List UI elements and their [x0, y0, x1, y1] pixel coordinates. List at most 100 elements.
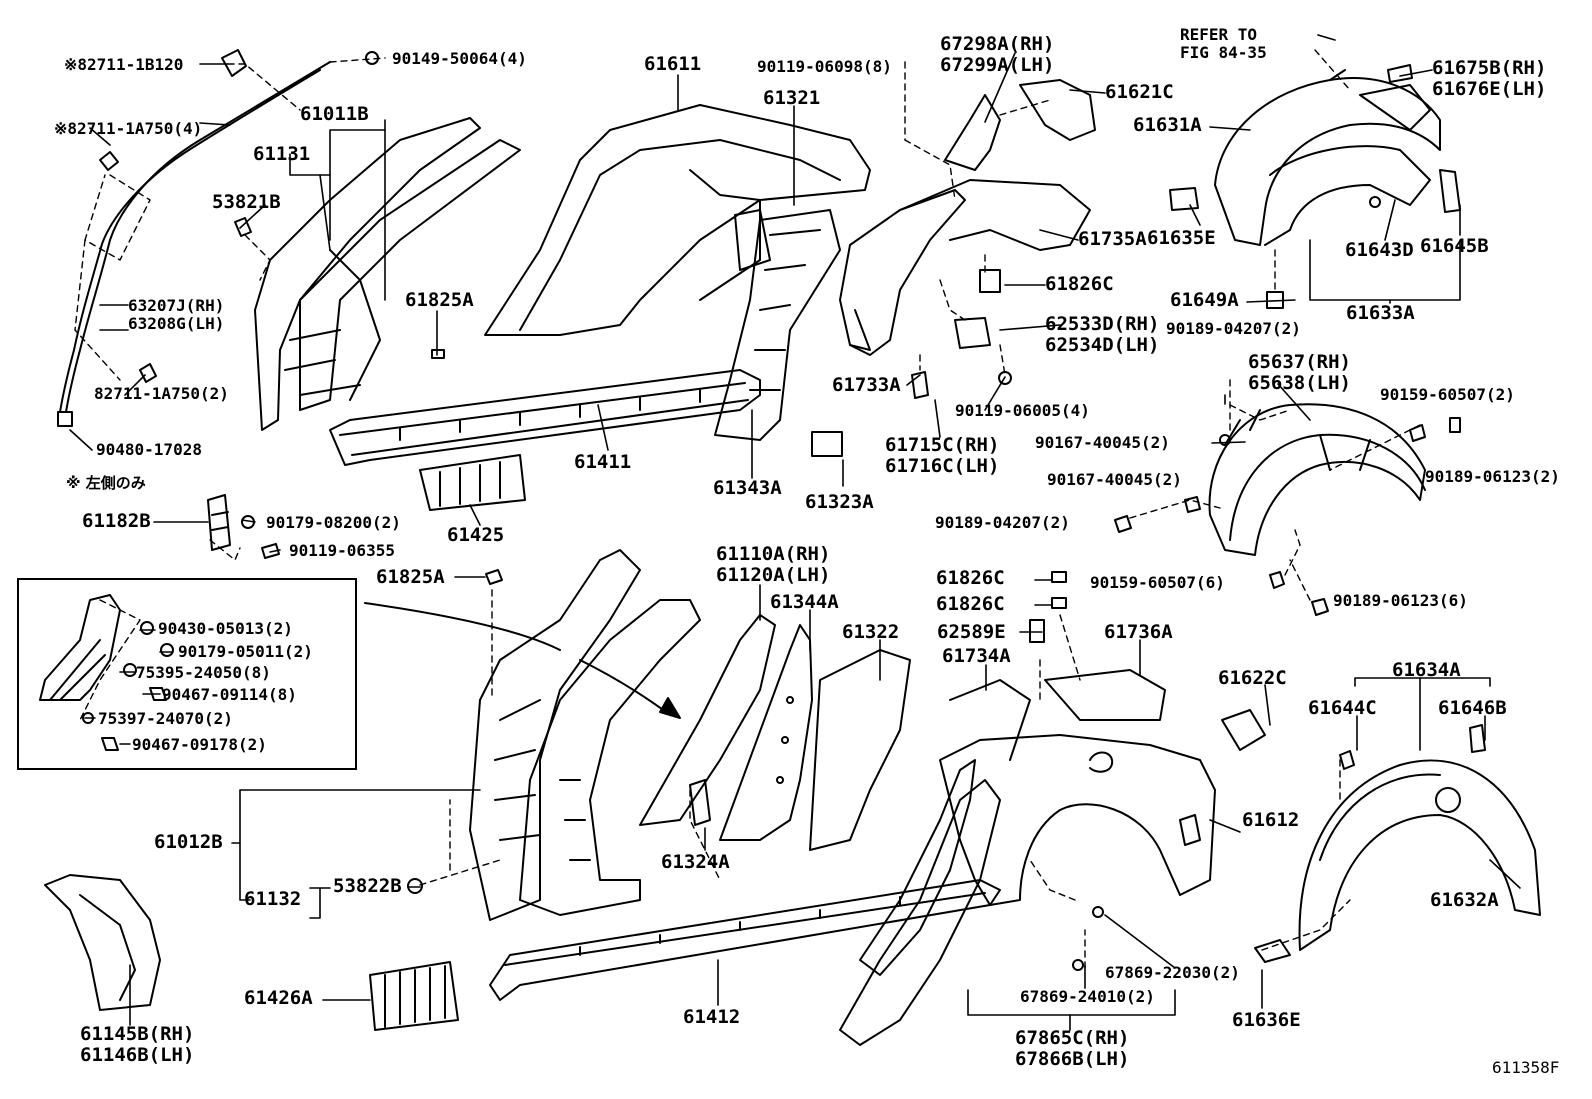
label-61716c: 61716C(LH): [885, 455, 1000, 477]
label-90467-09114: 90467-09114(8): [162, 685, 297, 704]
roof-side-61611: [484, 104, 871, 336]
label-90179-08200: 90179-08200(2): [266, 513, 401, 532]
note-left-side-only: ※ 左側のみ: [66, 474, 146, 492]
label-61145b-61146b: 61145B(RH) 61146B(LH): [80, 1024, 194, 1066]
label-90167-40045-b: 90167-40045(2): [1047, 470, 1182, 489]
label-61649a: 61649A: [1170, 289, 1239, 311]
label-refer-to: REFER TO: [1180, 25, 1258, 44]
label-61132: 61132: [244, 888, 302, 910]
label-90159-60507-2: 90159-60507(2): [1380, 385, 1515, 404]
label-61323a: 61323A: [805, 491, 874, 513]
label-63207j: 63207J(RH): [128, 296, 225, 315]
leader-lines: [69, 34, 1521, 1031]
label-61645b: 61645B: [1420, 235, 1489, 257]
label-67298a-67299a: 67298A(RH) 67299A(LH): [940, 34, 1054, 76]
label-67866b: 67866B(LH): [1015, 1048, 1130, 1070]
label-63207j-63208g: 63207J(RH) 63208G(LH): [128, 297, 224, 333]
label-61735a: 61735A: [1078, 228, 1147, 250]
label-61110a-61120a: 61110A(RH) 61120A(LH): [716, 544, 830, 586]
label-61621c: 61621C: [1105, 81, 1174, 103]
quarter-panel-61612: [839, 571, 1216, 1046]
label-61145b: 61145B(RH): [80, 1023, 195, 1045]
drain-hose-63207J: [57, 49, 379, 427]
label-90119-06098: 90119-06098(8): [757, 57, 892, 76]
label-61012b: 61012B: [154, 831, 223, 853]
label-61825a-top: 61825A: [405, 289, 474, 311]
inset-detail: [39, 594, 174, 751]
gusset-67298A: [944, 79, 1096, 171]
label-61643d: 61643D: [1345, 239, 1414, 261]
label-67865c: 67865C(RH): [1015, 1027, 1130, 1049]
rocker-61412: [369, 879, 1001, 1031]
label-61426a: 61426A: [244, 987, 313, 1009]
label-90119-06355: 90119-06355: [289, 541, 395, 560]
label-61321: 61321: [763, 87, 821, 109]
front-pillar-61131: [234, 117, 521, 431]
label-61736a: 61736A: [1104, 621, 1173, 643]
label-63208g: 63208G(LH): [128, 314, 225, 333]
label-61632a: 61632A: [1430, 889, 1499, 911]
label-61611: 61611: [644, 53, 702, 75]
label-61734a: 61734A: [942, 645, 1011, 667]
label-refer-to-fig: REFER TO FIG 84-35: [1180, 26, 1267, 62]
label-62534d: 62534D(LH): [1045, 334, 1160, 356]
label-61646b: 61646B: [1438, 697, 1507, 719]
label-75397-24070: 75397-24070(2): [98, 709, 233, 728]
dashed-lines: [74, 49, 1421, 969]
label-61343a: 61343A: [713, 477, 782, 499]
label-61411: 61411: [574, 451, 632, 473]
b-pillar-61110A: [639, 614, 911, 851]
label-61825a-mid: 61825A: [376, 566, 445, 588]
label-82711-1b120: ※82711-1B120: [64, 55, 184, 74]
label-90480-17028: 90480-17028: [96, 440, 202, 459]
wheelhouse-61634A: [1221, 709, 1541, 963]
label-61675b: 61675B(RH): [1432, 57, 1547, 79]
label-62589e: 62589E: [937, 621, 1006, 643]
label-67865c-67866b: 67865C(RH) 67866B(LH): [1015, 1028, 1129, 1070]
label-53822b: 53822B: [333, 875, 402, 897]
label-82711-1a750-2: 82711-1A750(2): [94, 384, 229, 403]
label-65638: 65638(LH): [1248, 372, 1351, 394]
label-61324a: 61324A: [661, 851, 730, 873]
label-67299a: 67299A(LH): [940, 54, 1055, 76]
label-61826c-b: 61826C: [936, 593, 1005, 615]
figure-id: 611358F: [1492, 1058, 1560, 1077]
label-61733a: 61733A: [832, 374, 901, 396]
label-62533d-62534d: 62533D(RH) 62534D(LH): [1045, 314, 1159, 356]
front-pillar-61012B: [407, 549, 701, 921]
center-pillar-61321: [714, 209, 843, 457]
label-67869-24010: 67869-24010(2): [1020, 987, 1155, 1006]
label-90189-06123-2: 90189-06123(2): [1425, 467, 1560, 486]
label-61633a: 61633A: [1346, 302, 1415, 324]
label-67298a: 67298A(RH): [940, 33, 1055, 55]
label-65637-65638: 65637(RH) 65638(LH): [1248, 352, 1351, 394]
label-82711-1a750-4: ※82711-1A750(4): [54, 119, 203, 138]
label-90149-50064: 90149-50064(4): [392, 49, 527, 68]
label-61110a: 61110A(RH): [716, 543, 831, 565]
label-61631a: 61631A: [1133, 114, 1202, 136]
label-90467-09178: 90467-09178(2): [132, 735, 267, 754]
label-61612: 61612: [1242, 809, 1300, 831]
label-90119-06005: 90119-06005(4): [955, 401, 1090, 420]
label-61634a: 61634A: [1392, 659, 1461, 681]
label-61636e: 61636E: [1232, 1009, 1301, 1031]
label-61675b-61676e: 61675B(RH) 61676E(LH): [1432, 58, 1546, 100]
label-90167-40045-a: 90167-40045(2): [1035, 433, 1170, 452]
label-90189-06123-6: 90189-06123(6): [1333, 591, 1468, 610]
label-90179-05011: 90179-05011(2): [178, 642, 313, 661]
wheelhouse-61631A: [1169, 64, 1461, 309]
label-61715c: 61715C(RH): [885, 434, 1000, 456]
direction-arrows: [364, 602, 681, 719]
label-61644c: 61644C: [1308, 697, 1377, 719]
brackets-61182B: [207, 494, 503, 585]
pillar-61145B: [44, 874, 161, 1011]
label-61425: 61425: [447, 524, 505, 546]
label-53821b: 53821B: [212, 191, 281, 213]
wheelhouse-liner-65637: [1114, 403, 1461, 616]
label-61011b: 61011B: [300, 103, 369, 125]
label-61635e: 61635E: [1147, 227, 1216, 249]
label-61120a: 61120A(LH): [716, 564, 831, 586]
quarter-inner-61733A: [839, 179, 1091, 399]
